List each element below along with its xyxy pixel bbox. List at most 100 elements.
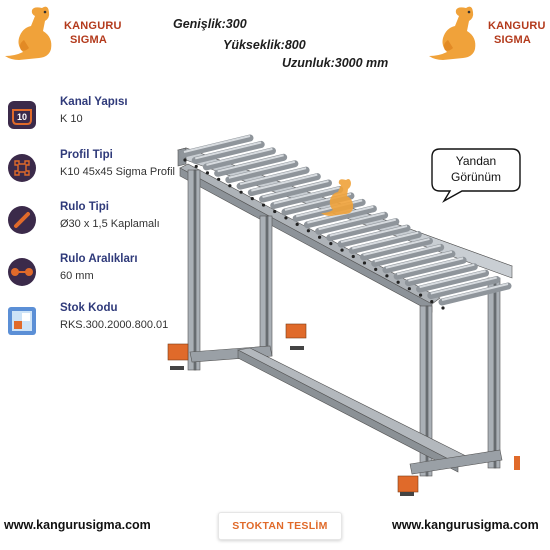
roller: [337, 224, 411, 248]
roller-bolt: [205, 171, 210, 175]
website-link-right[interactable]: www.kangurusigma.com: [392, 518, 539, 532]
website-link-left[interactable]: www.kangurusigma.com: [4, 518, 151, 532]
roller-highlight: [374, 244, 441, 263]
roller-highlight: [318, 212, 385, 231]
roller-bolt: [250, 197, 254, 201]
spec-title: Profil Tipi: [60, 149, 113, 161]
roller: [404, 263, 478, 287]
profile-icon: [8, 154, 36, 182]
roller-bolt: [362, 261, 367, 265]
roller: [214, 153, 288, 177]
roller-bolt: [340, 248, 344, 252]
roller-bolt: [217, 177, 221, 181]
roller-bolt: [295, 222, 299, 226]
brand-name-line2: SIGMA: [70, 34, 108, 46]
roller-bolt: [228, 184, 232, 188]
roller-bolt: [329, 242, 333, 246]
channel-icon: 10: [8, 101, 36, 129]
roller-highlight: [430, 276, 498, 295]
roller-bolt: [284, 216, 288, 220]
roller-bolt: [318, 235, 322, 239]
roller-bolt: [183, 158, 187, 162]
roller: [270, 185, 344, 209]
roller-spacing-icon: [8, 258, 36, 286]
dimension-height: Yükseklik:800: [223, 38, 306, 52]
roller-highlight: [352, 231, 419, 250]
roller-bolt: [273, 209, 277, 214]
spec-title: Stok Kodu: [60, 302, 118, 314]
stock-delivery-button[interactable]: STOKTAN TESLİM: [218, 512, 342, 540]
roller-highlight: [206, 147, 273, 166]
spec-value: K10 45x45 Sigma Profil: [60, 166, 175, 178]
roller-bolt: [430, 299, 434, 304]
roller-bolt: [374, 267, 378, 271]
roller: [303, 205, 377, 229]
roller-conveyor-illustration: [167, 134, 520, 496]
spec-roller-spacing: Rulo Aralıkları 60 mm: [7, 253, 187, 293]
roller-bolt: [261, 203, 266, 207]
kangaroo-logo-icon: [429, 6, 476, 60]
roller-bolt: [239, 190, 243, 194]
roller: [180, 134, 254, 158]
kangaroo-logo-icon: [5, 6, 52, 60]
spec-title: Rulo Tipi: [60, 201, 109, 213]
roller-bolt: [396, 280, 400, 284]
spec-value: K 10: [60, 113, 83, 125]
brand-name-line1: KANGURU: [64, 20, 122, 32]
roller-highlight: [183, 135, 251, 153]
roller: [416, 269, 490, 293]
roller: [247, 173, 321, 197]
spec-title: Kanal Yapısı: [60, 96, 128, 108]
roller: [427, 276, 501, 300]
roller-highlight: [408, 263, 475, 282]
side-view-bubble: Yandan Görünüm: [430, 147, 522, 203]
bubble-line1: Yandan: [455, 154, 497, 168]
dimension-length: Uzunluk:3000 mm: [282, 56, 389, 70]
roller-bolt: [306, 229, 310, 233]
channel-badge: 10: [17, 112, 27, 122]
roller: [393, 256, 467, 280]
roller: [326, 218, 400, 242]
roller: [382, 250, 456, 274]
roller: [202, 147, 276, 171]
spec-value: Ø30 x 1,5 Kaplamalı: [60, 218, 160, 230]
roller-bolt: [418, 293, 423, 297]
roller-highlight: [340, 225, 408, 244]
roller: [259, 179, 333, 203]
roller-bolt: [441, 306, 445, 310]
roller-highlight: [363, 237, 430, 256]
roller: [315, 211, 389, 235]
roller-highlight: [396, 257, 464, 276]
roller: [348, 231, 422, 255]
roller-highlight: [441, 283, 509, 301]
roller: [359, 237, 433, 261]
brand-name-line2: SIGMA: [494, 34, 532, 46]
speech-bubble-icon: [431, 148, 521, 203]
roller-bolt: [407, 287, 411, 291]
roller-highlight: [307, 205, 374, 224]
spec-channel-structure: 10 Kanal Yapısı K 10: [7, 96, 187, 136]
spec-value: RKS.300.2000.800.01: [60, 319, 169, 331]
brand-logo-right: KANGURU SIGMA: [426, 2, 546, 64]
roller-highlight: [217, 154, 284, 173]
roller-highlight: [385, 250, 453, 269]
roller: [191, 140, 265, 164]
roller: [236, 166, 310, 190]
roller-icon: [8, 206, 36, 234]
roller-bolt: [385, 274, 389, 278]
spec-value: 60 mm: [60, 270, 94, 282]
roller: [225, 160, 299, 184]
roller: [371, 243, 445, 267]
roller-highlight: [419, 270, 486, 289]
roller-highlight: [239, 167, 307, 186]
brand-name-line1: KANGURU: [488, 20, 546, 32]
spec-title: Rulo Aralıkları: [60, 253, 138, 265]
roller-set: [180, 134, 512, 310]
stock-code-icon: [8, 307, 36, 335]
kangaroo-watermark-icon: [321, 179, 354, 216]
roller-highlight: [329, 218, 397, 237]
roller-bolt: [351, 254, 355, 259]
stock-delivery-label: STOKTAN TESLİM: [232, 520, 328, 532]
bubble-line2: Görünüm: [450, 170, 502, 184]
roller-highlight: [273, 186, 340, 205]
